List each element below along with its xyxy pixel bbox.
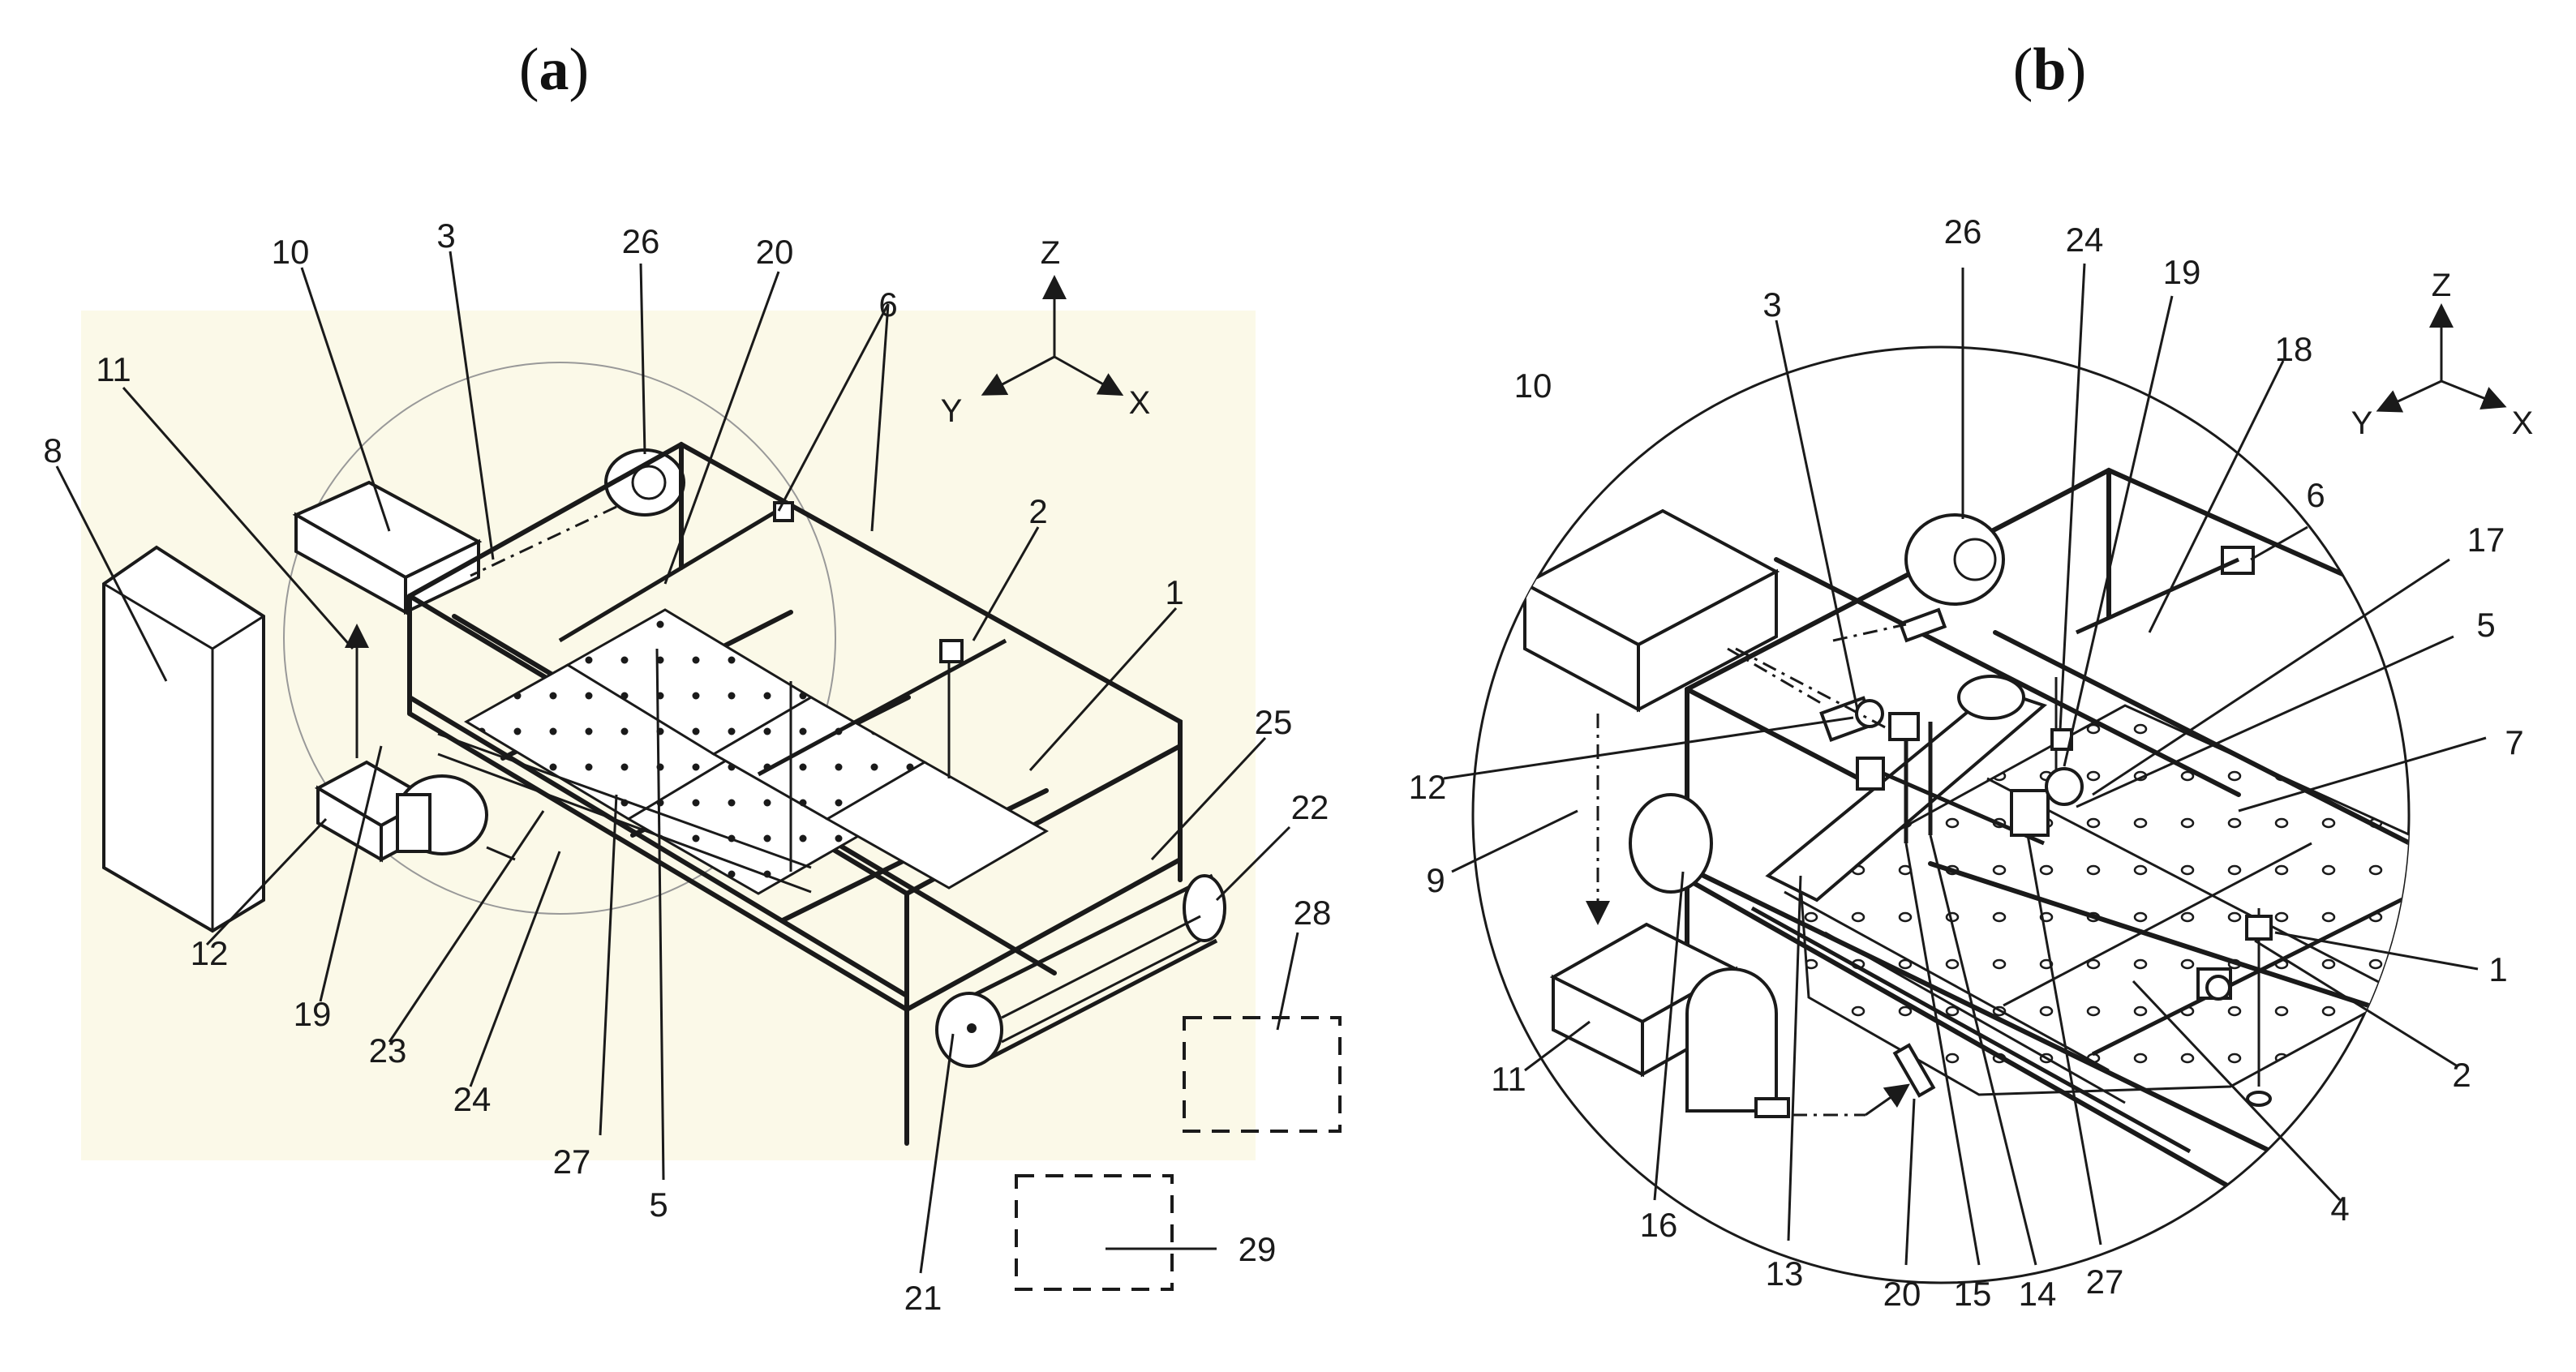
label-b-18: 19 [2163,253,2201,291]
label-b-2: 2 [2452,1056,2471,1094]
panel-b-title: (b) [2013,36,2086,103]
label-a-6: 6 [878,285,897,324]
label-b-14: 14 [2019,1275,2057,1313]
axis-z-label: Z [1041,235,1060,271]
label-b-6: 6 [2306,476,2325,514]
label-b-19: 16 [1640,1206,1678,1244]
label-b-24: 20 [1883,1275,1921,1313]
carriage-6-b [2075,546,2255,635]
label-a-29: 29 [1239,1230,1277,1268]
axis-x-label-b: X [2512,405,2534,441]
box-10 [292,480,483,615]
label-a-27: 27 [553,1143,591,1181]
motor-26-b [1832,513,2005,643]
label-b-5: 5 [2476,606,2495,644]
label-b-1: 1 [2488,950,2507,988]
label-a-12: 12 [191,934,229,972]
label-a-28: 28 [1294,894,1332,932]
label-a-19: 19 [294,995,332,1033]
label-b-4: 4 [2330,1190,2349,1228]
dashed-box-29 [1015,1174,1174,1291]
label-b-11: 9 [1426,861,1445,899]
label-a-10: 10 [272,233,310,271]
label-a-3: 3 [436,217,455,255]
axes-triad-b: Z Y X [2351,268,2534,441]
label-b-9: 13 [1766,1254,1804,1293]
detail-view [1521,467,2409,1194]
label-b-27: 27 [2086,1263,2124,1301]
labels-a: 10 3 26 20 6 11 8 2 1 25 22 28 12 19 23 … [43,217,1331,1317]
rail-6-back [558,500,792,643]
labels-b: 3 26 24 19 18 10 6 17 5 7 12 9 1 2 11 4 … [1409,212,2524,1313]
label-b-10: 10 [1514,367,1552,405]
label-a-22: 22 [1291,788,1329,826]
label-a-25: 25 [1255,703,1293,741]
detail-circle [283,362,836,915]
label-a-1: 1 [1165,573,1183,611]
label-b-15: 15 [1954,1275,1992,1313]
leader-lines-b [1443,263,2487,1266]
label-a-5: 5 [649,1185,668,1224]
label-a-23: 23 [369,1031,407,1070]
dashed-box-28 [1183,1016,1342,1133]
label-b-17: 18 [2275,330,2313,368]
motor-19 [396,774,516,861]
label-a-26: 26 [622,222,660,260]
label-b-7: 7 [2505,723,2523,761]
label-a-8: 8 [43,431,62,469]
label-a-24: 24 [453,1080,492,1118]
carriage-2-4 [2091,881,2409,1107]
label-a-21: 21 [904,1279,942,1317]
label-b-3: 3 [1762,285,1781,324]
label-a-2: 2 [1028,492,1047,530]
conveyor-belt [935,873,1226,1068]
label-b-13: 12 [1409,768,1447,806]
label-b-20: 24 [2066,221,2104,259]
label-b-12: 11 [1491,1060,1526,1098]
axes-triad-a: Z Y X [941,235,1151,429]
label-a-11: 11 [96,350,131,388]
box-10-b [1521,508,1780,713]
axis-y-label-b: Y [2351,405,2373,441]
panel-b: (b) [1409,36,2534,1313]
axis-x-label: X [1129,385,1151,421]
rail-6-front [757,638,1007,777]
label-b-16: 17 [2467,521,2505,559]
axis-y-label: Y [941,393,963,429]
label-a-20: 20 [756,233,794,271]
panel-a-title: (a) [519,36,589,103]
motor-19-b [1629,793,1936,1118]
axis-z-label-b: Z [2432,268,2451,303]
panel-a: (a) [43,36,1342,1317]
cabinet-8 [102,545,265,933]
label-b-26: 26 [1944,212,1982,251]
leader-lines-a [55,251,1299,1274]
plain-plate-1 [824,761,1050,890]
